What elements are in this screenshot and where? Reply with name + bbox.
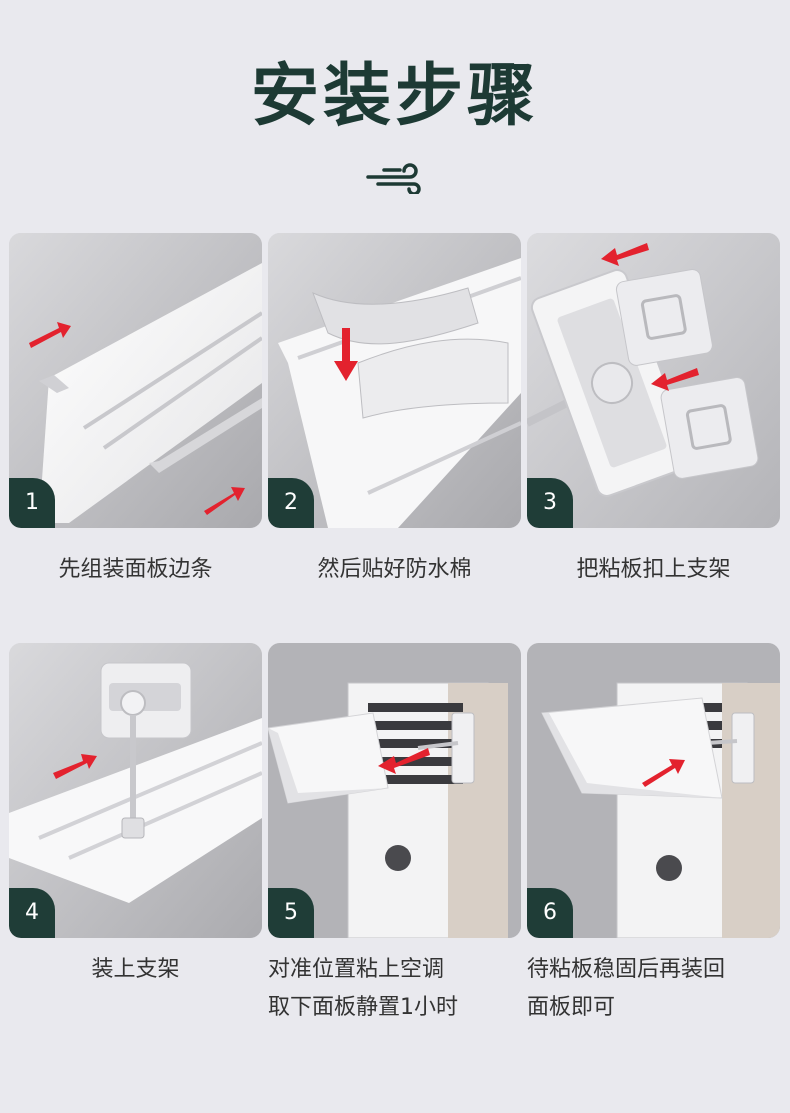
step-caption: 装上支架 [9, 951, 262, 989]
step-1-image: 1 [9, 233, 262, 528]
step-caption: 然后贴好防水棉 [268, 551, 521, 589]
caption-line: 先组装面板边条 [58, 557, 213, 582]
step-2-image: 2 [268, 233, 521, 528]
arrow-icon [29, 322, 71, 348]
step-number-badge: 1 [9, 478, 55, 528]
step-caption: 对准位置粘上空调 取下面板静置1小时 [268, 951, 521, 1027]
caption-line: 然后贴好防水棉 [317, 557, 472, 582]
caption-line: 装上支架 [91, 957, 180, 982]
caption-line: 待粘板稳固后再装回 [527, 957, 726, 982]
arrow-icon [601, 243, 649, 266]
step-number-badge: 2 [268, 478, 314, 528]
caption-line: 取下面板静置1小时 [268, 995, 458, 1020]
step-4-image: 4 [9, 643, 262, 938]
step-number-badge: 4 [9, 888, 55, 938]
step-number-badge: 6 [527, 888, 573, 938]
step-number-badge: 5 [268, 888, 314, 938]
caption-line: 面板即可 [527, 995, 616, 1020]
step-caption: 待粘板稳固后再装回 面板即可 [527, 951, 780, 1027]
wind-lines-icon [366, 163, 421, 194]
arrow-icon [204, 487, 245, 515]
step-6-image: 6 [527, 643, 780, 938]
step-3-image: 3 [527, 233, 780, 528]
arrow-icon [53, 754, 97, 779]
arrow-icon [642, 759, 685, 787]
arrow-icon [334, 328, 358, 381]
step-5-image: 5 [268, 643, 521, 938]
step-number-badge: 3 [527, 478, 573, 528]
arrow-icon [378, 748, 430, 774]
step-caption: 先组装面板边条 [9, 551, 262, 589]
page-title: 安装步骤 [250, 57, 539, 136]
caption-line: 对准位置粘上空调 [268, 957, 445, 982]
step-caption: 把粘板扣上支架 [527, 551, 780, 589]
arrow-icon [651, 368, 699, 391]
caption-line: 把粘板扣上支架 [576, 557, 731, 582]
